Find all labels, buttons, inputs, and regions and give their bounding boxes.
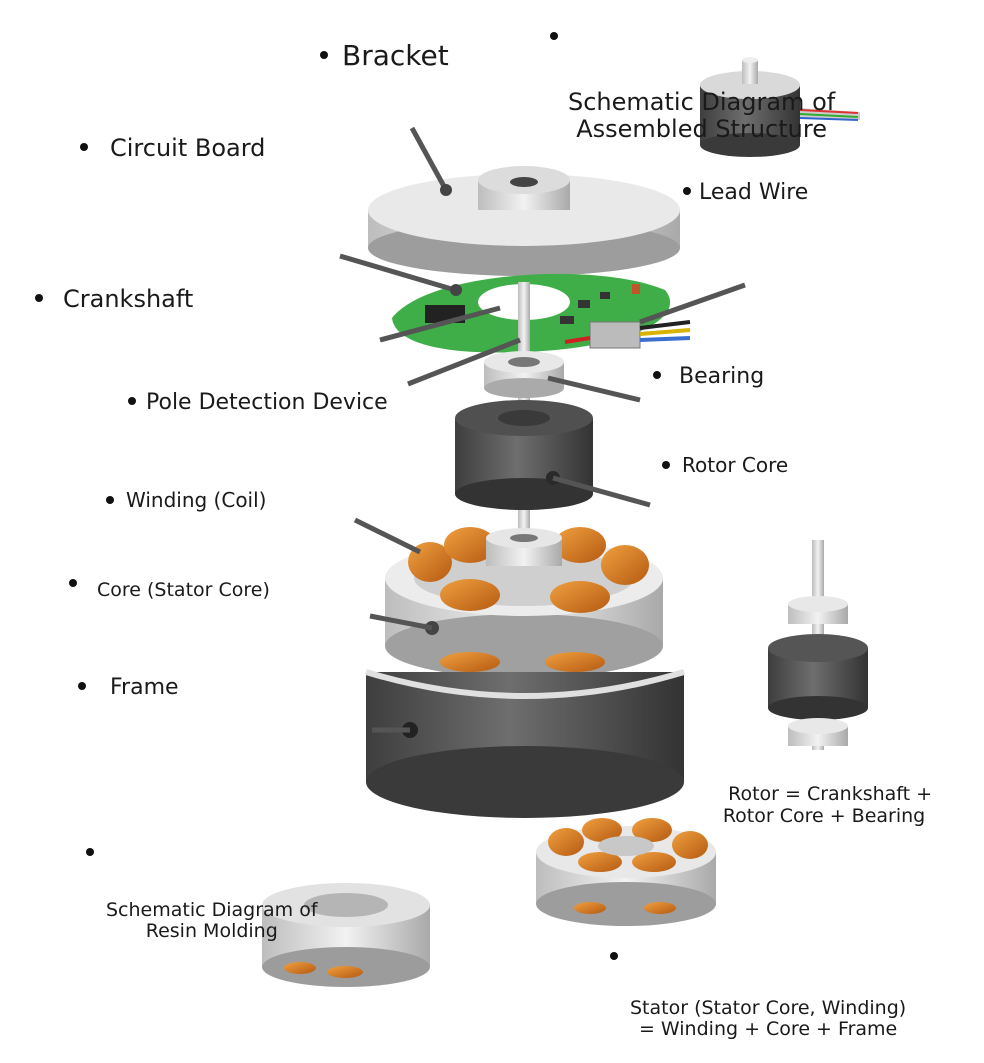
bullet-dot xyxy=(550,32,558,40)
bullet-dot xyxy=(35,294,43,302)
rotor-core-illustration xyxy=(455,400,651,510)
resin-molding-illustration xyxy=(262,883,430,987)
assembled-motor-illustration xyxy=(700,57,860,157)
bearing-illustration xyxy=(379,305,641,403)
label-crankshaft: Crankshaft xyxy=(35,285,193,314)
label-stator-definition: Stator (Stator Core, Winding)= Winding +… xyxy=(610,932,906,1063)
bracket-illustration xyxy=(368,126,680,276)
bullet-dot xyxy=(128,397,136,405)
bullet-dot xyxy=(610,952,618,960)
rotor-assembly-illustration xyxy=(768,540,868,750)
label-rotor-definition: Rotor = Crankshaft +Rotor Core + Bearing xyxy=(722,782,933,827)
label-winding-coil: Winding (Coil) xyxy=(106,489,266,512)
label-bearing: Bearing xyxy=(653,364,764,389)
label-circuit-board: Circuit Board xyxy=(80,134,265,163)
bullet-dot xyxy=(69,578,77,587)
circuit-board-illustration xyxy=(339,253,746,353)
stator-illustration xyxy=(353,517,663,678)
stator-assembly-illustration xyxy=(536,818,716,926)
bullet-dot xyxy=(320,51,328,59)
label-rotor-core: Rotor Core xyxy=(662,454,788,477)
bullet-dot xyxy=(662,460,670,469)
bullet-dot xyxy=(86,848,94,856)
bullet-dot xyxy=(106,495,114,504)
label-core-stator-core: Core (Stator Core) xyxy=(69,578,270,602)
label-bracket: Bracket xyxy=(320,39,449,72)
bullet-dot xyxy=(683,187,691,195)
frame-illustration xyxy=(365,669,685,818)
label-frame: Frame xyxy=(78,675,179,700)
label-pole-detection-device: Pole Detection Device xyxy=(128,390,388,415)
label-lead-wire: Lead Wire xyxy=(683,180,808,205)
motor-exploded-diagram xyxy=(262,57,868,987)
bullet-dot xyxy=(653,371,661,379)
bullet-dot xyxy=(78,682,86,690)
bullet-dot xyxy=(80,143,88,151)
